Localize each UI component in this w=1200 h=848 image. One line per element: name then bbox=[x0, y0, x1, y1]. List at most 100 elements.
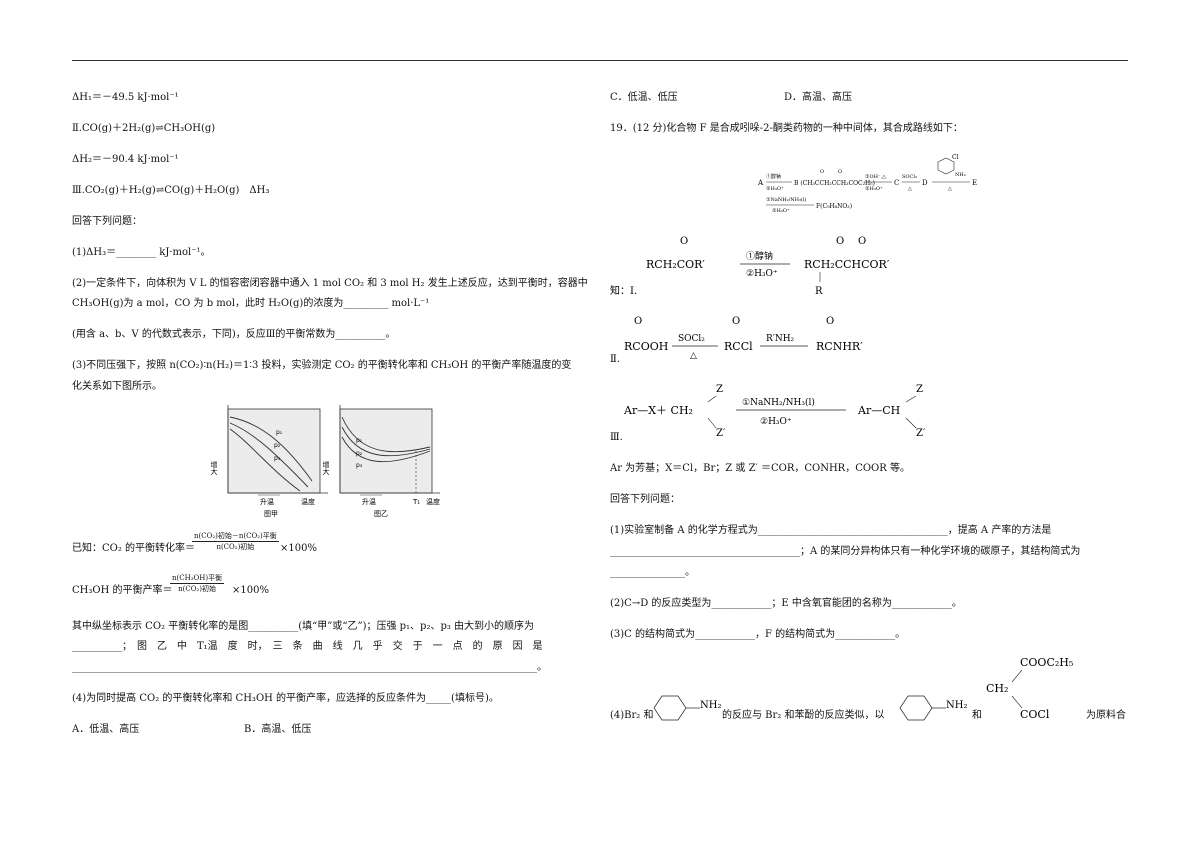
svg-text:O: O bbox=[732, 316, 740, 327]
top-rule bbox=[72, 60, 1128, 61]
k2-c: RCNHR′ bbox=[816, 340, 863, 353]
graph-jia-yaxis: 增大 bbox=[210, 460, 218, 476]
route-step2-bot: ②H₃O⁺ bbox=[865, 186, 883, 192]
option-c: C．低温、低压 bbox=[610, 92, 678, 103]
dh1-line: ΔH₁＝－49.5 kJ·mol⁻¹ bbox=[72, 92, 179, 103]
graph-yi-p1: p₁ bbox=[356, 437, 363, 444]
k2-top2: R′NH₂ bbox=[766, 334, 795, 344]
route-A: A bbox=[757, 179, 764, 187]
question-19: 19．(12 分)化合物 F 是合成吲哚-2-酮类药物的一种中间体，其合成路线如… bbox=[610, 123, 963, 134]
ar-note: Ar 为芳基；X＝Cl，Br；Z 或 Z′ ＝COR，CONHR，COOR 等。 bbox=[610, 463, 910, 474]
equation-3: Ⅲ.CO₂(g)＋H₂(g)⇌CO(g)＋H₂O(g) ΔH₃ bbox=[72, 185, 270, 196]
svg-text:O: O bbox=[634, 316, 642, 327]
graph-jia-p1: p₁ bbox=[276, 429, 283, 436]
question-2-line1: (2)一定条件下，向体积为 V L 的恒容密闭容器中通入 1 mol CO₂ 和… bbox=[72, 278, 588, 289]
graph-jia-xaxis: 升温 bbox=[260, 497, 274, 506]
known2-fraction: n(CH₃OH)平衡 n(CO₂)初始 bbox=[170, 573, 225, 594]
k2-top1: SOCl₂ bbox=[678, 334, 705, 344]
route-nh2: NH₂ bbox=[955, 172, 966, 178]
known1-suffix: ×100% bbox=[280, 543, 317, 554]
r-question-4-c: 和 bbox=[972, 710, 982, 721]
route-step2-top: ①OH⁻,△ bbox=[865, 174, 886, 180]
dh2-line: ΔH₂＝－90.4 kJ·mol⁻¹ bbox=[72, 154, 179, 165]
k3-zp: Z′ bbox=[716, 428, 726, 439]
route-cl: Cl bbox=[952, 154, 959, 161]
known-reaction-3: Z Ar—X＋ CH₂ Z′ ①NaNH₂/NH₃(l) ②H₃O⁺ Ar—CH… bbox=[610, 384, 926, 443]
r-question-1-line2: ______________________________________；A… bbox=[610, 546, 1081, 557]
ester-mid: CH₂ bbox=[986, 682, 1008, 695]
known2-suffix: ×100% bbox=[232, 585, 269, 596]
r-question-3: (3)C 的结构简式为____________，F 的结构简式为________… bbox=[610, 629, 906, 640]
route-soc: SOCl₂ bbox=[902, 174, 917, 180]
r-question-1-line3: _______________。 bbox=[610, 567, 695, 578]
malonate-structure: COOC₂H₅ CH₂ COCl bbox=[986, 656, 1073, 721]
svg-text:O: O bbox=[826, 316, 834, 327]
k3-top: ①NaNH₂/NH₃(l) bbox=[742, 397, 815, 408]
graph-jia-p2: p₂ bbox=[274, 442, 281, 449]
graph-yi-p3: p₃ bbox=[356, 462, 363, 469]
known2-numerator: n(CH₃OH)平衡 bbox=[170, 574, 225, 584]
route-F: F(C₉H₈NO₃) bbox=[816, 203, 852, 210]
option-b: B．高温、低压 bbox=[244, 724, 312, 735]
k1-r: R bbox=[815, 286, 823, 297]
known1-numerator: n(CO₂)初始－n(CO₂)平衡 bbox=[192, 532, 279, 542]
k2-b: RCCl bbox=[724, 340, 753, 353]
route-E: E bbox=[972, 179, 977, 187]
question-3-line5: ________________________________________… bbox=[72, 662, 547, 673]
r-question-4-a: (4)Br₂ 和 bbox=[610, 710, 654, 721]
question-2-line3: (用含 a、b、V 的代数式表示，下同)，反应Ⅲ的平衡常数为__________… bbox=[72, 329, 396, 340]
k3-z: Z bbox=[716, 384, 723, 395]
known2-denominator: n(CO₂)初始 bbox=[178, 585, 216, 593]
question-3-line2: 化关系如下图所示。 bbox=[72, 381, 162, 392]
graph-jia-xend: 温度 bbox=[301, 497, 315, 506]
aniline-nh2-1: NH₂ bbox=[700, 700, 721, 711]
option-a: A．低温、高压 bbox=[72, 724, 140, 735]
k1-top: ①醇钠 bbox=[746, 250, 773, 262]
k1-product: RCH₂CCHCOR′ bbox=[804, 258, 890, 271]
graph-yi-yaxis: 增大 bbox=[322, 460, 330, 476]
r-question-4-b: 的反应与 Br₂ 和苯酚的反应类似，以 bbox=[722, 710, 885, 721]
route-step3-bot: ②H₃O⁺ bbox=[772, 208, 790, 214]
route-heat1: △ bbox=[908, 186, 912, 192]
known2-prefix: CH₃OH 的平衡产率＝ bbox=[72, 585, 173, 596]
question-2-line2: CH₃OH(g)为 a mol，CO 为 b mol，此时 H₂O(g)的浓度为… bbox=[72, 298, 430, 309]
aniline-nh2-2: NH₂ bbox=[946, 700, 967, 711]
route-D: D bbox=[922, 179, 928, 187]
option-d: D．高温、高压 bbox=[784, 92, 853, 103]
ester-bot: COCl bbox=[1020, 708, 1050, 721]
svg-text:O: O bbox=[838, 169, 842, 175]
svg-text:O: O bbox=[858, 236, 866, 247]
k3-a: Ar—X＋ CH₂ bbox=[623, 404, 693, 417]
question-3-line3: 其中纵坐标表示 CO₂ 平衡转化率的是图__________(填“甲”或“乙”)… bbox=[72, 621, 535, 632]
graph-jia: p₁ p₂ p₃ 增大 升温 温度 图甲 bbox=[210, 405, 328, 518]
graph-jia-caption: 图甲 bbox=[264, 510, 278, 518]
svg-text:O: O bbox=[836, 236, 844, 247]
graph-yi-t1: T₁ bbox=[412, 498, 420, 506]
k3-zp2: Z′ bbox=[916, 428, 926, 439]
r-question-1-line1: (1)实验室制备 A 的化学方程式为______________________… bbox=[610, 525, 1052, 536]
svg-text:O: O bbox=[680, 236, 688, 247]
route-step3-top: ①NaNH₂/NH₃(l) bbox=[766, 196, 807, 203]
question-3-line1: (3)不同压强下，按照 n(CO₂)∶n(H₂)＝1∶3 投料，实验测定 CO₂… bbox=[72, 360, 572, 371]
graph-jia-p3: p₃ bbox=[274, 455, 281, 462]
r-question-4-d: 为原料合 bbox=[1086, 710, 1126, 721]
svg-text:O: O bbox=[820, 169, 824, 175]
known1-fraction: n(CO₂)初始－n(CO₂)平衡 n(CO₂)初始 bbox=[192, 531, 279, 552]
k1-bot: ②H₃O⁺ bbox=[746, 269, 778, 279]
known-reaction-1: O RCH₂COR′ ①醇钠 ②H₃O⁺ O O RCH₂CCHCOR′ R 知：… bbox=[610, 236, 890, 297]
route-step1-bot: ②H₃O⁺ bbox=[766, 186, 784, 192]
ester-top: COOC₂H₅ bbox=[1020, 656, 1073, 669]
k1-reactant: RCH₂COR′ bbox=[646, 258, 705, 271]
question-4: (4)为同时提高 CO₂ 的平衡转化率和 CH₃OH 的平衡产率，应选择的反应条… bbox=[72, 693, 499, 704]
known-reaction-2: O RCOOH SOCl₂ △ O RCCl R′NH₂ O RCNHR′ Ⅱ. bbox=[610, 316, 863, 365]
k3-z2: Z bbox=[916, 384, 923, 395]
graph-yi-xaxis: 升温 bbox=[362, 497, 376, 506]
known-label: 知：Ⅰ. bbox=[610, 284, 637, 297]
k2-a: RCOOH bbox=[624, 340, 668, 353]
known1-denominator: n(CO₂)初始 bbox=[216, 543, 255, 551]
route-heat2: △ bbox=[948, 186, 952, 192]
graph-yi-caption: 图乙 bbox=[374, 510, 388, 518]
known1-prefix: 已知：CO₂ 的平衡转化率＝ bbox=[72, 543, 196, 554]
k3-label: Ⅲ. bbox=[610, 432, 623, 443]
